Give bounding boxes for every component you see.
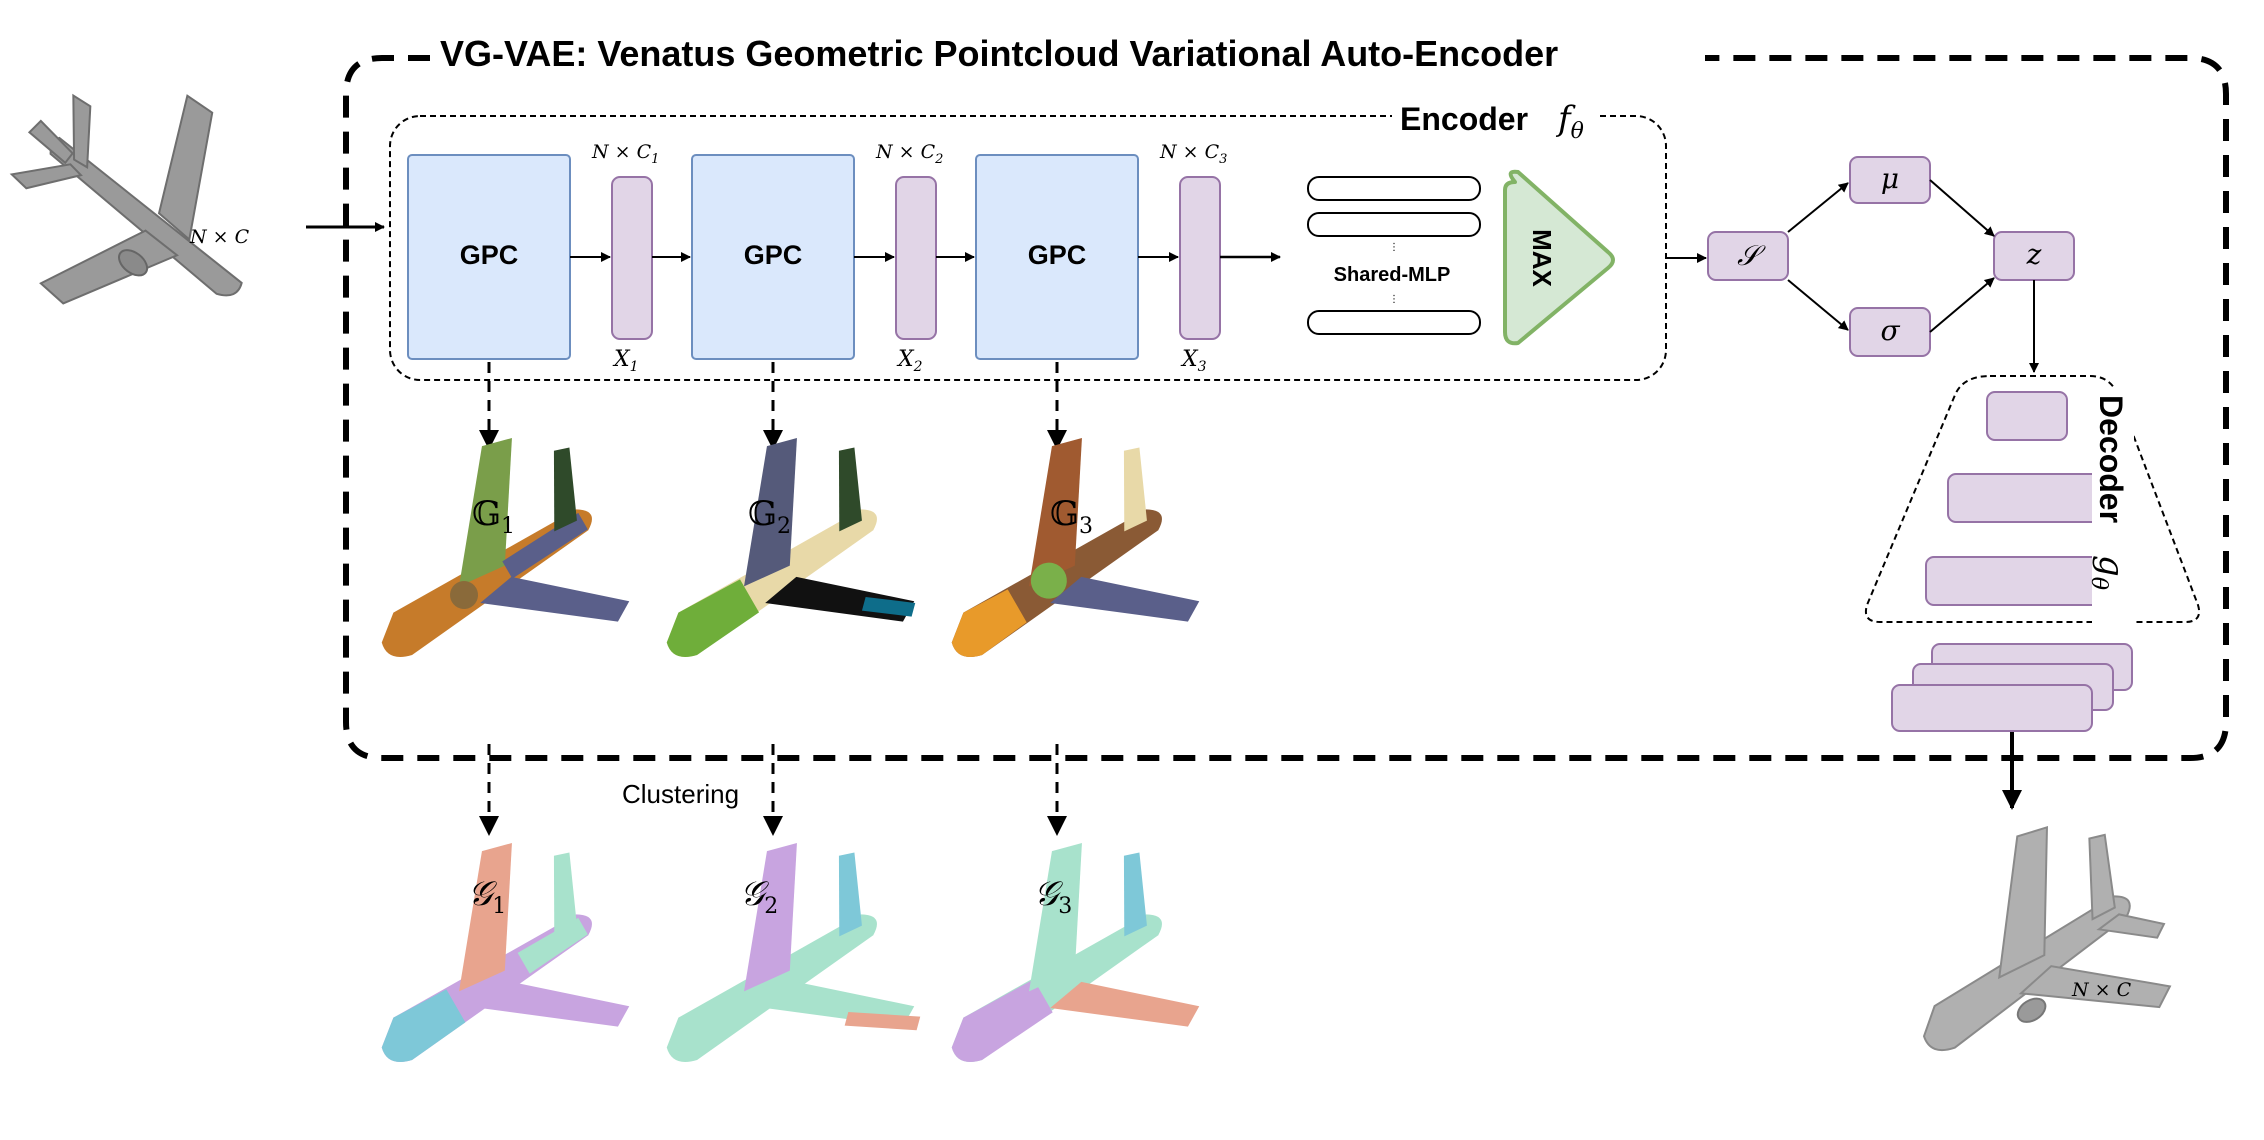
graph-airplane-3 xyxy=(951,438,1200,657)
shared-mlp: ⋮ Shared-MLP ⋮ xyxy=(1307,176,1481,335)
feature-label-3: X3 xyxy=(1180,347,1207,375)
max-pool-triangle xyxy=(1503,169,1615,346)
gpc-label-2: GPC xyxy=(744,240,803,270)
svg-text:⋮: ⋮ xyxy=(1389,242,1399,253)
feature-label-2: X2 xyxy=(896,347,923,375)
mlp-layer-2 xyxy=(1307,212,1481,237)
svg-text:⋮: ⋮ xyxy=(1389,294,1399,305)
graph-label-3: 𝔾3 xyxy=(1050,494,1093,539)
graph-label-2: 𝔾2 xyxy=(748,494,791,539)
encoder-title: Encoder xyxy=(1400,101,1528,137)
dim-label-2: N × C2 xyxy=(875,141,943,167)
mlp-layer-3 xyxy=(1307,310,1481,335)
cluster-airplane-3 xyxy=(951,843,1200,1062)
output-airplane xyxy=(1922,825,2172,1052)
feature-block-3 xyxy=(1179,176,1221,340)
decoder-symbol: gθ xyxy=(2086,555,2131,590)
decoder-layer-1 xyxy=(1986,391,2068,441)
cluster-airplane-1 xyxy=(381,843,630,1062)
max-pool-label: MAX xyxy=(1527,229,1557,287)
encoder-box xyxy=(389,115,1667,381)
z-node-label: z xyxy=(2026,238,2042,271)
sigma-node-label: σ xyxy=(1880,314,1900,347)
gpc-label-1: GPC xyxy=(460,240,519,270)
cluster-label-2: 𝒢2 xyxy=(740,874,778,919)
mu-node-label: μ xyxy=(1881,162,1899,195)
feature-block-2 xyxy=(895,176,937,340)
encoder-stage-1: GPC N × C1 X1 xyxy=(407,141,691,375)
mlp-layer-1 xyxy=(1307,176,1481,201)
decoder-title: Decoder xyxy=(2093,395,2129,523)
mlp-label: Shared-MLP xyxy=(1334,264,1451,286)
cluster-airplane-2 xyxy=(666,843,921,1062)
graph-airplane-2 xyxy=(666,438,916,657)
dim-label-1: N × C1 xyxy=(591,141,659,167)
graph-airplane-1 xyxy=(381,438,630,657)
gpc-label-3: GPC xyxy=(1028,240,1087,270)
input-airplane xyxy=(9,93,243,305)
decoder-layer-2 xyxy=(1947,473,2109,523)
output-block-front xyxy=(1891,684,2093,732)
decoder-box xyxy=(1864,375,2201,623)
clustering-label: Clustering xyxy=(622,779,739,809)
graph-label-1: 𝔾1 xyxy=(472,494,515,539)
vgvae-frame xyxy=(343,55,2229,761)
vgvae-title: VG-VAE: Venatus Geometric Pointcloud Var… xyxy=(440,33,1558,74)
s-node xyxy=(1707,231,1789,281)
feature-block-1 xyxy=(611,176,653,340)
cluster-label-3: 𝒢3 xyxy=(1034,874,1072,919)
cluster-label-1: 𝒢1 xyxy=(468,874,506,919)
encoder-stage-2: GPC N × C2 X2 xyxy=(691,141,975,375)
output-dim-label: N × C xyxy=(2071,979,2132,1001)
feature-label-1: X1 xyxy=(612,347,639,375)
input-dim-label: N × C xyxy=(189,226,250,248)
dim-label-3: N × C3 xyxy=(1159,141,1227,167)
encoder-stage-3: GPC N × C3 X3 xyxy=(975,141,1281,375)
